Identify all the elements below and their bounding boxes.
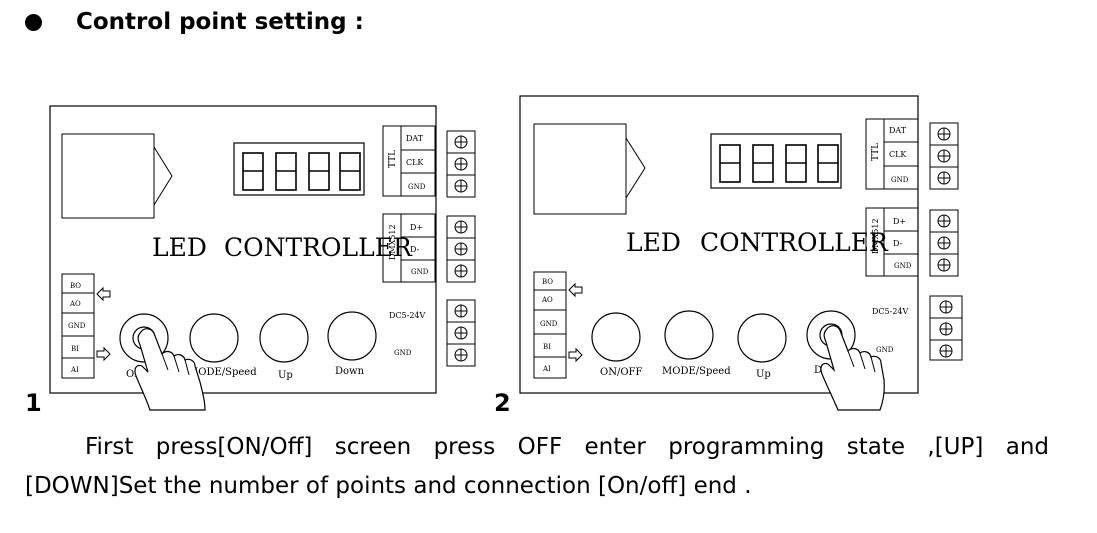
bullet-icon	[25, 13, 42, 31]
diagram-number-1: 1	[25, 389, 42, 417]
mode-speed-label: MODE/Speed	[662, 366, 731, 377]
on-off-label: ON/OFF	[600, 367, 642, 378]
side-pin-ai: AI	[70, 366, 79, 374]
ttl-label: TTL	[871, 143, 881, 161]
dmx-pin-dminus: D-	[410, 245, 420, 254]
dmx-label: DMX512	[388, 224, 397, 260]
down-label: Down	[335, 366, 365, 377]
diagram-number-2: 2	[494, 389, 511, 417]
instruction-line-1: First press[ON/Off] screen press OFF ent…	[85, 434, 1049, 460]
mode-speed-label: MODE/Speed	[188, 367, 257, 378]
dmx-pin-gnd: GND	[894, 262, 912, 270]
controller-title: CONTROLLER	[700, 228, 889, 257]
ttl-pin-dat: DAT	[406, 134, 424, 143]
gnd-label: GND	[876, 346, 894, 354]
terminal-screw-icons	[937, 127, 953, 358]
side-pin-bo: BO	[542, 278, 553, 286]
ttl-pin-dat: DAT	[889, 126, 907, 135]
input-arrow-icon	[568, 347, 583, 363]
dmx-pin-gnd: GND	[411, 268, 429, 276]
pressing-hand-icon	[134, 328, 206, 411]
pressing-hand-icon	[820, 325, 885, 411]
controller-diagram-1: LED CONTROLLER TTL DAT CLK GND DMX512 D+…	[0, 0, 520, 425]
terminal-screw-icons	[454, 135, 468, 362]
down-button[interactable]	[327, 311, 377, 361]
side-pin-ao: AO	[541, 296, 553, 304]
power-label: DC5-24V	[872, 307, 909, 316]
output-arrow-icon	[96, 286, 111, 302]
side-pin-bo: BO	[70, 282, 81, 290]
side-pin-gnd: GND	[540, 320, 558, 328]
up-label: Up	[756, 369, 771, 380]
output-arrow-icon	[568, 282, 583, 298]
side-pin-ao: AO	[69, 300, 81, 308]
side-pin-bi: BI	[543, 343, 551, 351]
controller-board-1: LED CONTROLLER TTL DAT CLK GND DMX512 D+…	[49, 105, 476, 411]
input-arrow-icon	[96, 346, 111, 362]
up-button[interactable]	[737, 313, 787, 363]
side-pin-gnd: GND	[68, 322, 86, 330]
dmx-label: DMX512	[871, 218, 880, 254]
dmx-pin-dplus: D+	[893, 217, 906, 226]
on-off-button[interactable]	[591, 312, 641, 362]
controller-diagram-2: LED CONTROLLER TTL DAT CLK GND DMX512 D+…	[519, 95, 963, 411]
instruction-line-2: [DOWN]Set the number of points and conne…	[25, 473, 752, 499]
up-button[interactable]	[259, 313, 309, 363]
ttl-pin-gnd: GND	[408, 183, 426, 191]
instruction-paragraph: First press[ON/Off] screen press OFF ent…	[25, 428, 1049, 506]
dmx-pin-dminus: D-	[893, 239, 903, 248]
section-heading: Control point setting :	[25, 4, 364, 40]
side-pin-bi: BI	[71, 345, 79, 353]
dmx-pin-dplus: D+	[410, 223, 423, 232]
up-label: Up	[278, 370, 293, 381]
mode-speed-button[interactable]	[664, 310, 714, 360]
led-title: LED	[626, 228, 681, 257]
heading-text: Control point setting :	[76, 9, 364, 35]
side-pin-ai: AI	[542, 365, 551, 373]
ttl-label: TTL	[388, 150, 398, 168]
led-title: LED	[152, 233, 207, 262]
ttl-pin-gnd: GND	[891, 176, 909, 184]
controller-board-2: LED CONTROLLER TTL DAT CLK GND DMX512 D+…	[519, 95, 963, 411]
ttl-pin-clk: CLK	[406, 158, 424, 167]
mode-speed-button[interactable]	[189, 313, 239, 363]
ttl-pin-clk: CLK	[889, 150, 907, 159]
on-off-button[interactable]	[119, 313, 169, 363]
controller-title: CONTROLLER	[224, 233, 413, 262]
power-label: DC5-24V	[389, 311, 426, 320]
gnd-label: GND	[394, 349, 412, 357]
